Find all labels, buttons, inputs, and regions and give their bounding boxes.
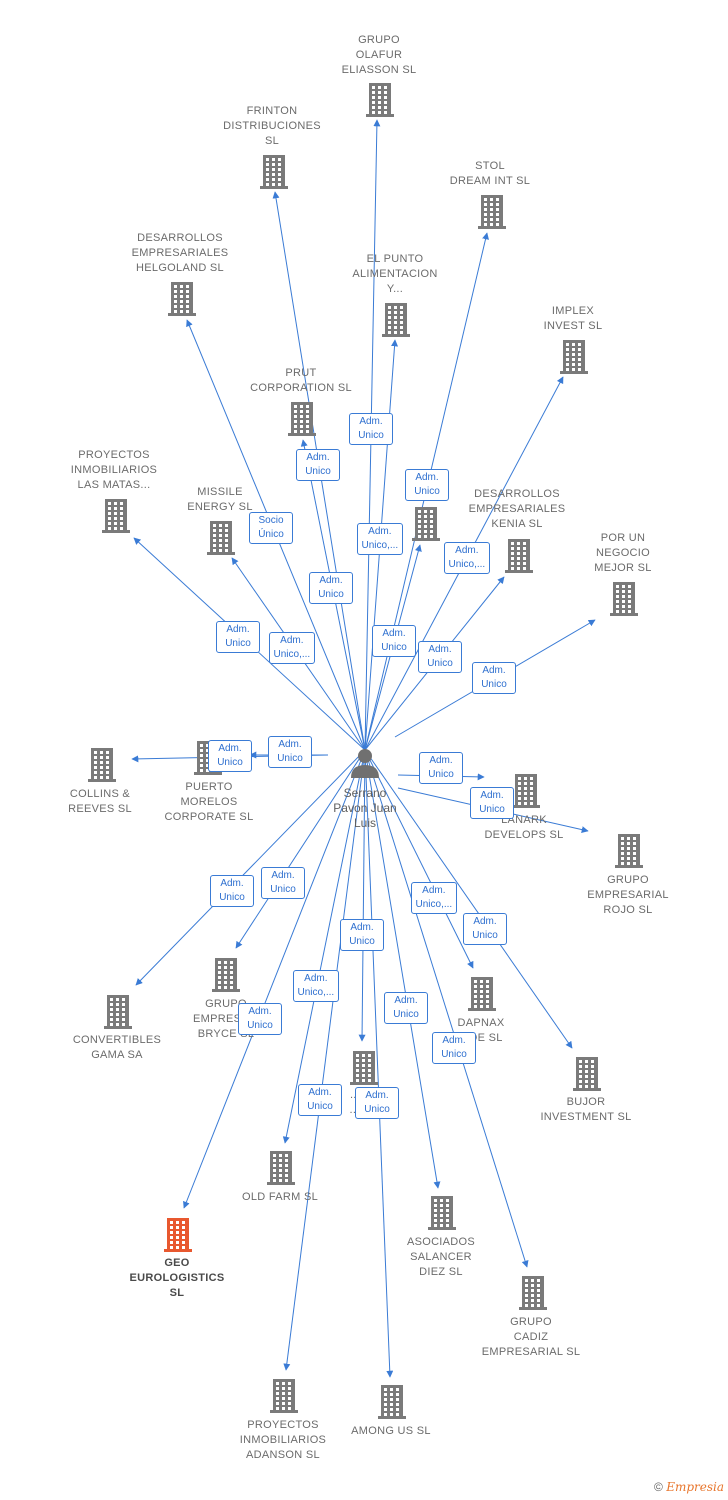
- role-label-frinton: Adm. Unico: [296, 449, 340, 481]
- company-label-convertibles[interactable]: CONVERTIBLES GAMA SA: [72, 1034, 162, 1061]
- company-label-olafur[interactable]: GRUPO OLAFUR ELIASSON SL: [341, 34, 417, 76]
- company-label-dapnax[interactable]: DAPNAX ...DE SL: [457, 1017, 505, 1044]
- company-label-bujor[interactable]: BUJOR INVESTMENT SL: [540, 1096, 632, 1123]
- role-label-kenia: Adm. Unico: [418, 641, 462, 673]
- company-label-implex[interactable]: IMPLEX INVEST SL: [543, 305, 603, 332]
- building-icon-salancer[interactable]: [428, 1196, 456, 1230]
- brand-logo[interactable]: Empresia: [666, 1480, 724, 1494]
- building-icon-adanson[interactable]: [270, 1379, 298, 1413]
- role-label-bujor: Adm. Unico: [463, 913, 507, 945]
- edge-convertibles: [135, 749, 366, 986]
- role-label-cadiz: Adm. Unico: [432, 1032, 476, 1064]
- building-icon-kenia[interactable]: [505, 539, 533, 573]
- building-icon-rojo[interactable]: [615, 834, 643, 868]
- building-icon-convertibles[interactable]: [104, 995, 132, 1029]
- role-label-sk: Adm. Unico: [372, 625, 416, 657]
- role-label-lanark: Adm. Unico: [419, 752, 463, 784]
- company-label-stol[interactable]: STOL DREAM INT SL: [449, 160, 531, 187]
- role-label-convertibles: Adm. Unico: [210, 875, 254, 907]
- building-icon-helgoland[interactable]: [168, 282, 196, 316]
- edge-oldfarm: [282, 749, 366, 1144]
- company-label-kenia[interactable]: DESARROLLOS EMPRESARIALES KENIA SL: [468, 488, 566, 530]
- company-label-adanson[interactable]: PROYECTOS INMOBILIARIOS ADANSON SL: [239, 1419, 327, 1461]
- copyright-symbol: ©: [654, 1480, 663, 1494]
- building-icon-bryce[interactable]: [212, 958, 240, 992]
- company-label-frinton[interactable]: FRINTON DISTRIBUCIONES SL: [223, 105, 321, 147]
- building-icon-among[interactable]: [378, 1385, 406, 1419]
- building-icon-missile[interactable]: [207, 521, 235, 555]
- role-label-adanson: Adm. Unico: [298, 1084, 342, 1116]
- building-icon-lanark[interactable]: [512, 774, 540, 808]
- role-label-punto: Adm. Unico,...: [356, 523, 404, 555]
- edge-geo: [183, 749, 366, 1209]
- edge-among: [364, 749, 394, 1378]
- building-icon-dapnax[interactable]: [468, 977, 496, 1011]
- company-label-lasmatas[interactable]: PROYECTOS INMOBILIARIOS LAS MATAS...: [70, 449, 158, 491]
- company-label-among[interactable]: AMONG US SL: [351, 1425, 431, 1437]
- company-label-geo[interactable]: GEO EUROLOGISTICS SL: [129, 1257, 225, 1299]
- company-label-cadiz[interactable]: GRUPO CADIZ EMPRESARIAL SL: [481, 1316, 581, 1358]
- building-icon-bujor[interactable]: [573, 1057, 601, 1091]
- role-label-salancer: Adm. Unico: [384, 992, 428, 1024]
- role-label-bryce: Adm. Unico: [261, 867, 305, 899]
- building-icon-cadiz[interactable]: [519, 1276, 547, 1310]
- role-label-prut: Adm. Unico: [309, 572, 353, 604]
- edge-dapnax: [364, 749, 474, 969]
- role-label-implex: Adm. Unico,...: [443, 542, 491, 574]
- building-icon-prut[interactable]: [288, 402, 316, 436]
- building-icon-stol[interactable]: [478, 195, 506, 229]
- company-label-prut[interactable]: PRUT CORPORATION SL: [250, 367, 352, 394]
- building-icon-sk[interactable]: [412, 507, 440, 541]
- role-label-collins: Adm. Unico: [208, 740, 252, 772]
- role-label-lasmatas: Adm. Unico: [216, 621, 260, 653]
- role-label-rojo: Adm. Unico: [470, 787, 514, 819]
- role-label-dapnax: Adm. Unico,...: [410, 882, 458, 914]
- role-label-among: Adm. Unico: [355, 1087, 399, 1119]
- role-label-geo: Adm. Unico: [238, 1003, 282, 1035]
- role-label-stol: Adm. Unico: [405, 469, 449, 501]
- company-label-punto[interactable]: EL PUNTO ALIMENTACION Y...: [352, 253, 438, 295]
- company-label-negocio[interactable]: POR UN NEGOCIO MEJOR SL: [594, 532, 652, 574]
- edge-ist: [358, 749, 366, 1042]
- footer: © Empresia: [654, 1480, 724, 1494]
- role-label-oldfarm: Adm. Unico,...: [292, 970, 340, 1002]
- role-label-olafur: Adm. Unico: [349, 413, 393, 445]
- building-icon-ist[interactable]: [350, 1051, 378, 1085]
- company-label-helgoland[interactable]: DESARROLLOS EMPRESARIALES HELGOLAND SL: [131, 232, 229, 274]
- building-icon-geo[interactable]: [164, 1218, 192, 1252]
- building-icon-frinton[interactable]: [260, 155, 288, 189]
- company-label-puerto[interactable]: PUERTO MORELOS CORPORATE SL: [164, 781, 254, 823]
- role-label-ist: Adm. Unico: [340, 919, 384, 951]
- edge-adanson: [283, 749, 366, 1371]
- person-name[interactable]: Serrano Pavon Juan Luis: [333, 786, 397, 830]
- building-icon-lasmatas[interactable]: [102, 499, 130, 533]
- building-icon-implex[interactable]: [560, 340, 588, 374]
- role-label-negocio: Adm. Unico: [472, 662, 516, 694]
- edge-bryce: [235, 749, 366, 949]
- company-label-salancer[interactable]: ASOCIADOS SALANCER DIEZ SL: [406, 1236, 476, 1278]
- building-icon-olafur[interactable]: [366, 83, 394, 117]
- role-label-helgoland: Socio Único: [249, 512, 293, 544]
- building-icon-oldfarm[interactable]: [267, 1151, 295, 1185]
- building-icon-negocio[interactable]: [610, 582, 638, 616]
- building-icon-punto[interactable]: [382, 303, 410, 337]
- company-label-missile[interactable]: MISSILE ENERGY SL: [187, 486, 253, 513]
- company-label-oldfarm[interactable]: OLD FARM SL: [241, 1191, 319, 1203]
- person-icon[interactable]: [351, 749, 379, 778]
- building-icon-collins[interactable]: [88, 748, 116, 782]
- company-label-rojo[interactable]: GRUPO EMPRESARIAL ROJO SL: [587, 874, 669, 916]
- role-label-missile: Adm. Unico,...: [268, 632, 316, 664]
- edge-cadiz: [364, 749, 529, 1268]
- company-label-collins[interactable]: COLLINS & REEVES SL: [68, 788, 132, 815]
- role-label-puerto: Adm. Unico: [268, 736, 312, 768]
- edge-bujor: [364, 749, 573, 1049]
- edge-salancer: [364, 749, 441, 1189]
